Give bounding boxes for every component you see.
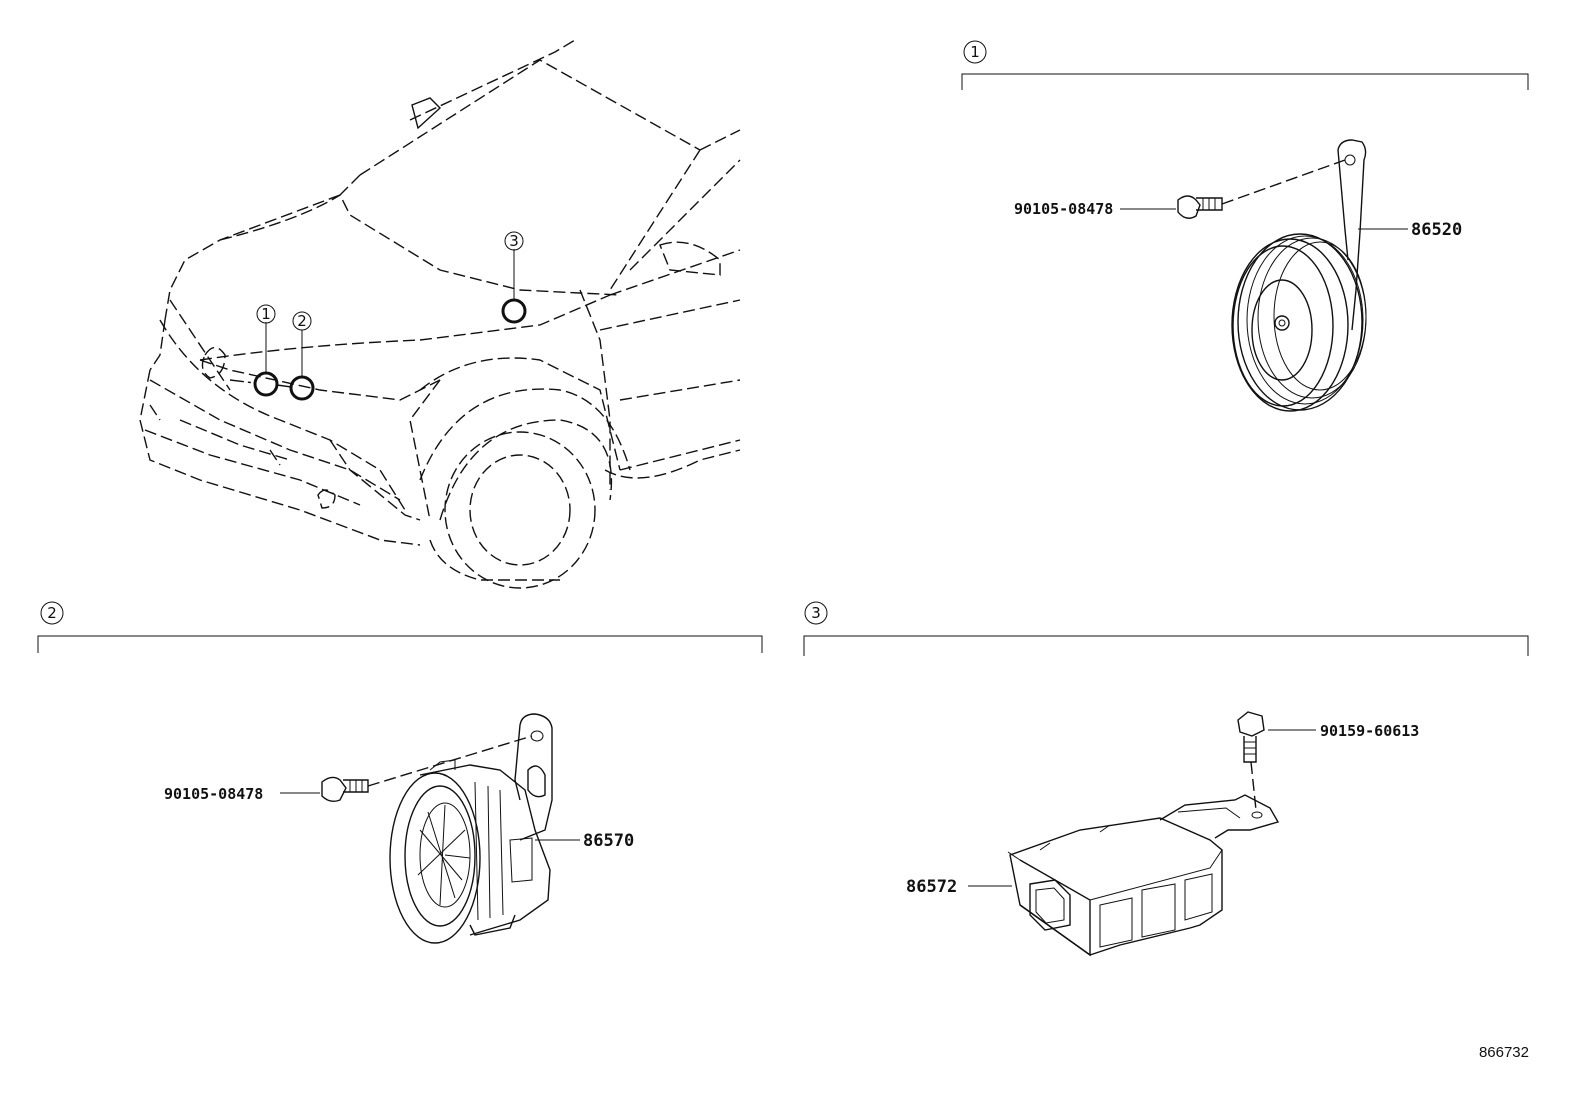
section-1-number: 1 <box>970 43 980 61</box>
ecu-assembly[interactable] <box>1007 711 1280 957</box>
section-2: 2 <box>37 601 763 653</box>
location-marker-1[interactable]: 1 <box>253 304 279 397</box>
horn-part-number: 86520 <box>1411 220 1462 240</box>
illustration-number: 866732 <box>1479 1044 1529 1061</box>
section-1: 1 <box>961 40 1529 90</box>
section-2-number: 2 <box>47 604 57 622</box>
location-marker-2-label: 2 <box>297 312 307 330</box>
sounder-part-number: 86570 <box>583 831 634 851</box>
section-3-number: 3 <box>811 604 821 622</box>
horn-assembly[interactable] <box>1177 139 1367 412</box>
sounder-bolt-part-number: 90105-08478 <box>164 785 263 803</box>
horn-bolt-part-number: 90105-08478 <box>1014 200 1113 218</box>
ecu-part-number: 86572 <box>906 877 957 897</box>
ecu-bolt-part-number: 90159-60613 <box>1320 722 1419 740</box>
location-marker-3-label: 3 <box>509 232 519 250</box>
section-3: 3 <box>803 601 1529 656</box>
location-marker-3[interactable]: 3 <box>501 231 527 324</box>
location-marker-2[interactable]: 2 <box>289 311 315 401</box>
sounder-assembly[interactable] <box>321 713 553 944</box>
vehicle-front-view <box>139 39 741 589</box>
location-marker-1-label: 1 <box>261 305 271 323</box>
